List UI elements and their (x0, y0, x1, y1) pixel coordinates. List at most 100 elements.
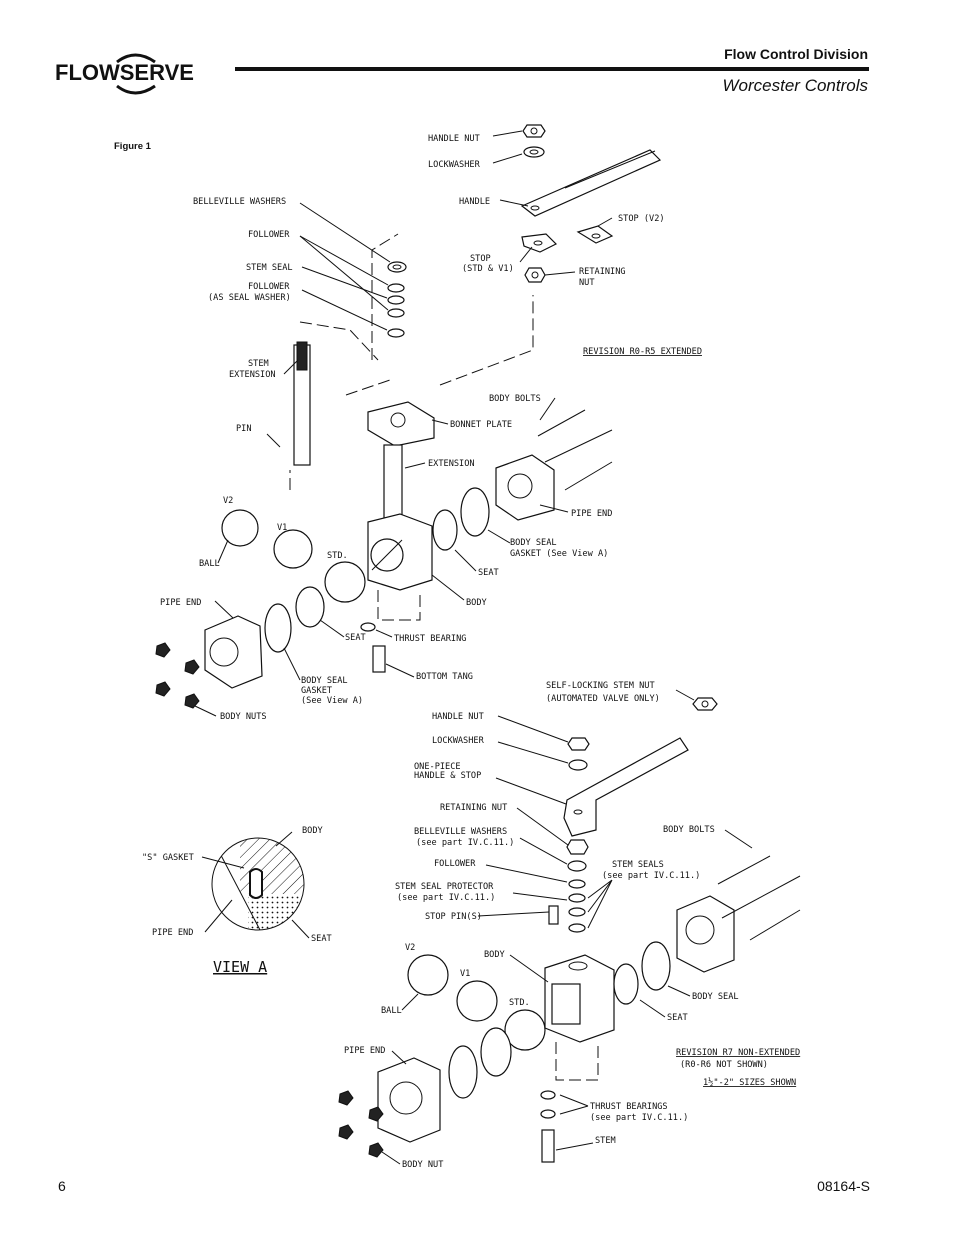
label-one-piece-1: ONE-PIECE (414, 762, 461, 772)
label-body-bottom: BODY (484, 950, 506, 960)
label-body-seal-bottom: BODY SEAL (692, 992, 739, 1002)
label-stop-pins: STOP PIN(S) (425, 912, 482, 922)
view-a-title: VIEW A (213, 958, 267, 976)
label-handle-nut-bottom: HANDLE NUT (432, 712, 484, 722)
body-nuts-part (155, 642, 200, 709)
one-piece-handle-part (563, 737, 689, 837)
label-std-bottom: STD. (509, 998, 530, 1008)
pipe-end-right-part (495, 454, 555, 521)
retaining-nut-part (524, 267, 546, 283)
bottom-thrust-stem-part (540, 1090, 556, 1163)
label-v1-bottom: V1 (460, 969, 470, 979)
label-revision-top: REVISION R0-R5 EXTENDED (583, 347, 702, 357)
label-view-a-pipe-end: PIPE END (152, 928, 193, 938)
body-bolts-part (537, 409, 613, 491)
label-thrust-bearings-1: THRUST BEARINGS (590, 1102, 668, 1112)
label-view-a-seat: SEAT (311, 934, 332, 944)
stop-std-part (521, 233, 558, 253)
label-pipe-end-right: PIPE END (571, 509, 612, 519)
bottom-body-nuts-part (338, 1090, 384, 1158)
label-self-locking-2: (AUTOMATED VALVE ONLY) (546, 694, 660, 704)
label-seat-bottom: SEAT (667, 1013, 688, 1023)
thrust-bearing-part (360, 622, 386, 673)
label-std-top: STD. (327, 551, 348, 561)
label-thrust-bearings-2: (see part IV.C.11.) (590, 1113, 688, 1123)
label-thrust-bearing: THRUST BEARING (394, 634, 466, 644)
label-extension: EXTENSION (428, 459, 475, 469)
bottom-pipe-end-right-part (676, 895, 735, 973)
view-a-detail (211, 837, 305, 931)
label-v1-top: V1 (277, 523, 287, 533)
figure-label: Figure 1 (114, 141, 151, 152)
lockwasher-bottom-part (568, 759, 588, 771)
label-body-seal-gasket-1: BODY SEAL (510, 538, 557, 548)
handle-part (520, 149, 662, 217)
valve-body-part (367, 513, 433, 621)
page-number: 6 (58, 1178, 66, 1194)
label-stem-seal-protector-2: (see part IV.C.11.) (397, 893, 495, 903)
label-seat-right: SEAT (478, 568, 499, 578)
label-bottom-tang: BOTTOM TANG (416, 672, 473, 682)
bottom-seat-seal-right-part (613, 941, 671, 1005)
label-one-piece-2: HANDLE & STOP (414, 771, 481, 781)
label-revision-bottom-2: (R0-R6 NOT SHOWN) (680, 1060, 768, 1070)
label-follower-seal-1: FOLLOWER (248, 282, 290, 292)
label-pin: PIN (236, 424, 252, 434)
balls-part (221, 509, 366, 603)
bottom-body-bolts-part (717, 855, 801, 941)
label-retaining-nut-bottom: RETAINING NUT (440, 803, 507, 813)
label-handle: HANDLE (459, 197, 490, 207)
seal-stack-part (387, 261, 407, 338)
flowserve-logo: FLOWSERVE (55, 53, 194, 95)
label-stem-seal-protector-1: STEM SEAL PROTECTOR (395, 882, 494, 892)
label-stop-v2: STOP (V2) (618, 214, 665, 224)
label-bonnet-plate: BONNET PLATE (450, 420, 512, 430)
stem-extension-part (266, 341, 311, 466)
label-lockwasher: LOCKWASHER (428, 160, 481, 170)
label-handle-nut: HANDLE NUT (428, 134, 480, 144)
label-body-seal-left-1: BODY SEAL (301, 676, 348, 686)
label-ball-top: BALL (199, 559, 220, 569)
label-follower-bottom: FOLLOWER (434, 859, 476, 869)
label-stem-extension-2: EXTENSION (229, 370, 276, 380)
lockwasher-part (523, 146, 545, 158)
label-v2-bottom: V2 (405, 943, 415, 953)
handle-nut-bottom-part (567, 737, 590, 751)
label-stem-seal: STEM SEAL (246, 263, 293, 273)
label-belleville-bottom-1: BELLEVILLE WASHERS (414, 827, 507, 837)
division-title: Flow Control Division (724, 46, 868, 62)
brand-subtitle: Worcester Controls (722, 76, 868, 95)
bonnet-plate-part (367, 401, 435, 536)
label-follower-seal-2: (AS SEAL WASHER) (208, 293, 291, 303)
label-body-seal-left-3: (See View A) (301, 696, 363, 706)
label-body-bolts-bottom: BODY BOLTS (663, 825, 715, 835)
label-body-seal-left-2: GASKET (301, 686, 332, 696)
label-belleville-bottom-2: (see part IV.C.11.) (416, 838, 514, 848)
label-body-nuts: BODY NUTS (220, 712, 267, 722)
label-pipe-end-left: PIPE END (160, 598, 201, 608)
logo-wordmark: FLOWSERVE (55, 60, 194, 85)
bottom-pipe-end-left-part (377, 1057, 441, 1143)
gasket-seat-right-part (432, 487, 490, 551)
label-body-nut-bottom: BODY NUT (402, 1160, 443, 1170)
label-follower: FOLLOWER (248, 230, 290, 240)
seat-gasket-left-part (264, 586, 325, 653)
label-revision-bottom-3: 1½"-2" SIZES SHOWN (703, 1077, 796, 1088)
bottom-balls-part (407, 954, 546, 1051)
label-revision-bottom-1: REVISION R7 NON-EXTENDED (676, 1048, 800, 1058)
label-view-a-s-gasket: "S" GASKET (142, 853, 194, 863)
handle-nut-part (522, 124, 546, 138)
label-stem-extension-1: STEM (248, 359, 269, 369)
self-locking-stem-nut-part (692, 697, 718, 711)
label-stem-bottom: STEM (595, 1136, 616, 1146)
label-retaining-nut-2: NUT (579, 278, 595, 288)
label-self-locking-1: SELF-LOCKING STEM NUT (546, 681, 655, 691)
stop-v2-part (576, 225, 614, 244)
label-stop-std-1: STOP (470, 254, 491, 264)
label-stem-seals-2: (see part IV.C.11.) (602, 871, 700, 881)
label-ball-bottom: BALL (381, 1006, 402, 1016)
document-number: 08164-S (817, 1178, 870, 1194)
pipe-end-left-part (204, 615, 263, 689)
label-pipe-end-bottom: PIPE END (344, 1046, 385, 1056)
